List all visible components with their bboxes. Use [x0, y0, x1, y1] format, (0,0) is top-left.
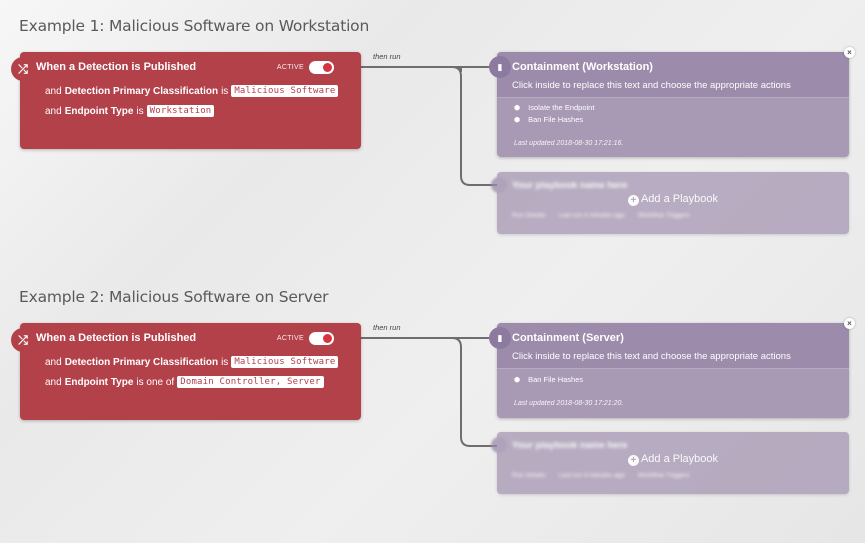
- active-toggle[interactable]: [309, 332, 334, 345]
- connector-example1: [361, 66, 497, 186]
- playbook-updated: Last updated 2018-08-30 17:21:20.: [514, 400, 624, 407]
- condition-row[interactable]: and Detection Primary Classification is …: [45, 356, 339, 368]
- condition-operator: is: [221, 85, 229, 97]
- blurred-link: Run Details: [512, 212, 546, 219]
- blurred-links: Run Details Last run 4 minutes ago Workf…: [512, 472, 690, 479]
- plus-circle-icon: +: [627, 195, 639, 206]
- condition-operator: is one of: [136, 376, 175, 388]
- blurred-link: Workflow Triggers: [637, 472, 690, 479]
- add-playbook-card-example-2[interactable]: Your playbook name here +Add a Playbook …: [491, 432, 849, 494]
- connector-example2: [361, 337, 497, 447]
- playbook-action[interactable]: ⬢ Ban File Hashes: [514, 115, 583, 124]
- add-playbook-label: Add a Playbook: [640, 193, 719, 205]
- active-toggle[interactable]: [309, 61, 334, 74]
- example-1-title: Example 1: Malicious Software on Worksta…: [19, 17, 370, 35]
- cube-icon: ⬢: [514, 104, 521, 112]
- playbook-updated: Last updated 2018-08-30 17:21:16.: [514, 140, 624, 147]
- playbook-name-placeholder: Your playbook name here: [512, 180, 628, 191]
- condition-prefix: and: [45, 356, 62, 368]
- add-playbook-label: Add a Playbook: [640, 453, 719, 465]
- condition-field: Detection Primary Classification: [64, 85, 219, 97]
- playbook-title: Containment (Server): [512, 332, 624, 344]
- condition-row[interactable]: and Endpoint Type is one of Domain Contr…: [45, 376, 324, 388]
- playbook-actions: ⬢ Ban File Hashes Last updated 2018-08-3…: [497, 368, 849, 418]
- trigger-card-example-2[interactable]: ⤮ When a Detection is Published ACTIVE a…: [11, 323, 361, 420]
- book-icon: ▮: [489, 327, 511, 349]
- book-icon: ▮: [489, 56, 511, 78]
- condition-row[interactable]: and Detection Primary Classification is …: [45, 85, 339, 97]
- condition-prefix: and: [45, 85, 62, 97]
- condition-prefix: and: [45, 376, 62, 388]
- condition-row[interactable]: and Endpoint Type is Workstation: [45, 105, 215, 117]
- condition-operator: is: [136, 105, 144, 117]
- blurred-link: Workflow Triggers: [637, 212, 690, 219]
- then-run-label: then run: [373, 52, 401, 61]
- then-run-label: then run: [373, 323, 401, 332]
- close-icon[interactable]: ×: [844, 47, 855, 58]
- cube-icon: ⬢: [514, 116, 521, 124]
- action-label: Ban File Hashes: [528, 115, 584, 124]
- book-icon: [491, 177, 507, 193]
- playbook-action[interactable]: ⬢ Ban File Hashes: [514, 375, 583, 384]
- active-label: ACTIVE: [276, 64, 304, 71]
- add-playbook-card-example-1[interactable]: Your playbook name here +Add a Playbook …: [491, 172, 849, 234]
- action-label: Ban File Hashes: [528, 375, 584, 384]
- example-2-title: Example 2: Malicious Software on Server: [19, 288, 329, 306]
- close-icon[interactable]: ×: [844, 318, 855, 329]
- condition-field: Detection Primary Classification: [64, 356, 219, 368]
- playbook-actions: ⬢ Isolate the Endpoint ⬢ Ban File Hashes…: [497, 97, 849, 157]
- shuffle-icon: ⤮: [11, 57, 35, 81]
- playbook-action[interactable]: ⬢ Isolate the Endpoint: [514, 103, 594, 112]
- book-icon: [491, 437, 507, 453]
- blurred-links: Run Details Last run 4 minutes ago Workf…: [512, 212, 690, 219]
- blurred-link: Run Details: [512, 472, 546, 479]
- playbook-description: Click inside to replace this text and ch…: [512, 80, 791, 91]
- condition-prefix: and: [45, 105, 62, 117]
- playbook-card-example-2[interactable]: ▮ Containment (Server) Click inside to r…: [489, 318, 855, 418]
- condition-value[interactable]: Workstation: [146, 105, 215, 117]
- playbook-card-example-1[interactable]: ▮ Containment (Workstation) Click inside…: [489, 47, 855, 157]
- condition-field: Endpoint Type: [64, 105, 134, 117]
- add-playbook-button[interactable]: +Add a Playbook: [497, 453, 849, 466]
- trigger-title: When a Detection is Published: [36, 61, 197, 73]
- cube-icon: ⬢: [514, 376, 521, 384]
- blurred-link: Last run 4 minutes ago: [558, 472, 625, 479]
- playbook-title: Containment (Workstation): [512, 61, 653, 73]
- playbook-name-placeholder: Your playbook name here: [512, 440, 628, 451]
- condition-field: Endpoint Type: [64, 376, 134, 388]
- condition-value[interactable]: Malicious Software: [231, 356, 339, 368]
- trigger-card-example-1[interactable]: ⤮ When a Detection is Published ACTIVE a…: [11, 52, 361, 149]
- add-playbook-button[interactable]: +Add a Playbook: [497, 193, 849, 206]
- active-label: ACTIVE: [276, 335, 304, 342]
- condition-value[interactable]: Malicious Software: [231, 85, 339, 97]
- condition-value[interactable]: Domain Controller, Server: [177, 376, 324, 388]
- condition-operator: is: [221, 356, 229, 368]
- trigger-title: When a Detection is Published: [36, 332, 197, 344]
- shuffle-icon: ⤮: [11, 328, 35, 352]
- playbook-description: Click inside to replace this text and ch…: [512, 351, 791, 362]
- blurred-link: Last run 4 minutes ago: [558, 212, 625, 219]
- plus-circle-icon: +: [627, 455, 639, 466]
- action-label: Isolate the Endpoint: [528, 103, 595, 112]
